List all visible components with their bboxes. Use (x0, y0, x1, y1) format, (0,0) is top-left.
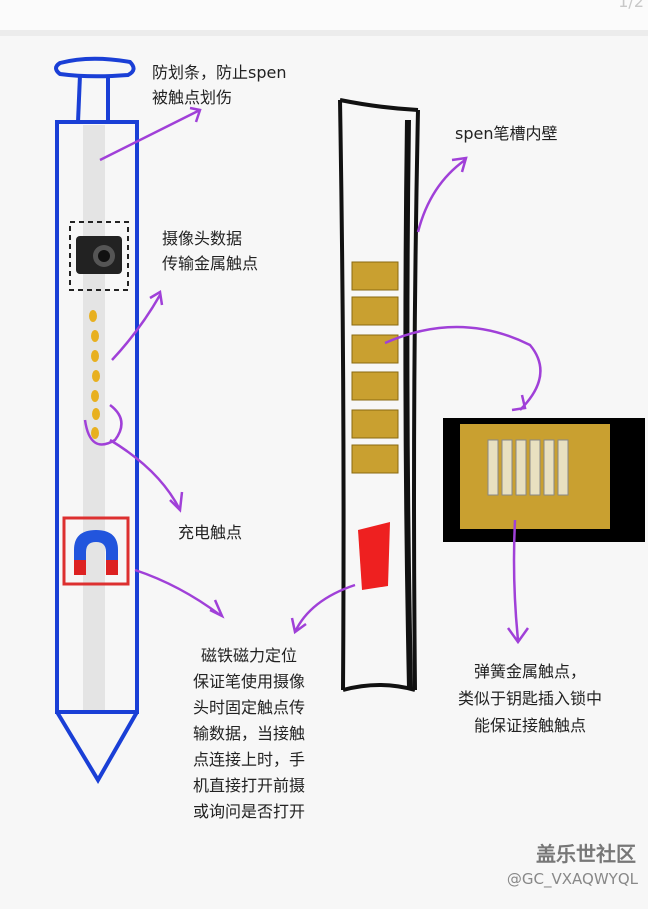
charging-label: 充电触点 (178, 523, 243, 542)
magnet-icon (62, 516, 130, 586)
label-line: 头时固定触点传 (192, 698, 305, 717)
anti-scratch-label: 防划条，防止spen 被触点划伤 (152, 60, 286, 110)
spring-contact-photo (443, 418, 645, 542)
label-line: 保证笔使用摄像 (192, 672, 305, 691)
top-bar: 1/2 (0, 0, 648, 36)
label-line: 防划条，防止spen (152, 63, 287, 82)
slot-wall-drawing (338, 98, 420, 692)
label-line: 能保证接触触点 (473, 716, 586, 735)
annotation-arrows (83, 106, 542, 645)
spring-contact-label: 弹簧金属触点， 类似于钥匙插入锁中 能保证接触触点 (440, 658, 620, 739)
spen-drawing (54, 56, 139, 784)
label-line: 点连接上时，手 (192, 750, 305, 769)
label-line: 摄像头数据 (162, 229, 243, 248)
label-line: 磁铁磁力定位 (200, 646, 297, 665)
red-contact (358, 522, 390, 590)
camera-icon (69, 221, 129, 291)
watermark-user: @GC_VXAQWYQL (506, 870, 638, 888)
camera-contacts-label: 摄像头数据 传输金属触点 (162, 226, 258, 276)
gold-contacts (351, 261, 399, 474)
label-line: 被触点划伤 (152, 88, 233, 107)
watermark-brand: 盖乐世社区 (536, 842, 636, 866)
label-line: 或询问是否打开 (192, 802, 305, 821)
label-line: 类似于钥匙插入锁中 (457, 689, 602, 708)
label-line: 机直接打开前摄 (192, 776, 305, 795)
label-line: 传输金属触点 (162, 254, 259, 273)
slot-wall-label: spen笔槽内壁 (455, 124, 558, 143)
magnet-label: 磁铁磁力定位 保证笔使用摄像 头时固定触点传 输数据，当接触 点连接上时，手 机… (176, 643, 322, 825)
label-line: 弹簧金属触点， (473, 662, 586, 681)
charging-dots (89, 310, 100, 439)
label-line: 输数据，当接触 (192, 724, 305, 743)
page-indicator: 1/2 (618, 0, 644, 11)
